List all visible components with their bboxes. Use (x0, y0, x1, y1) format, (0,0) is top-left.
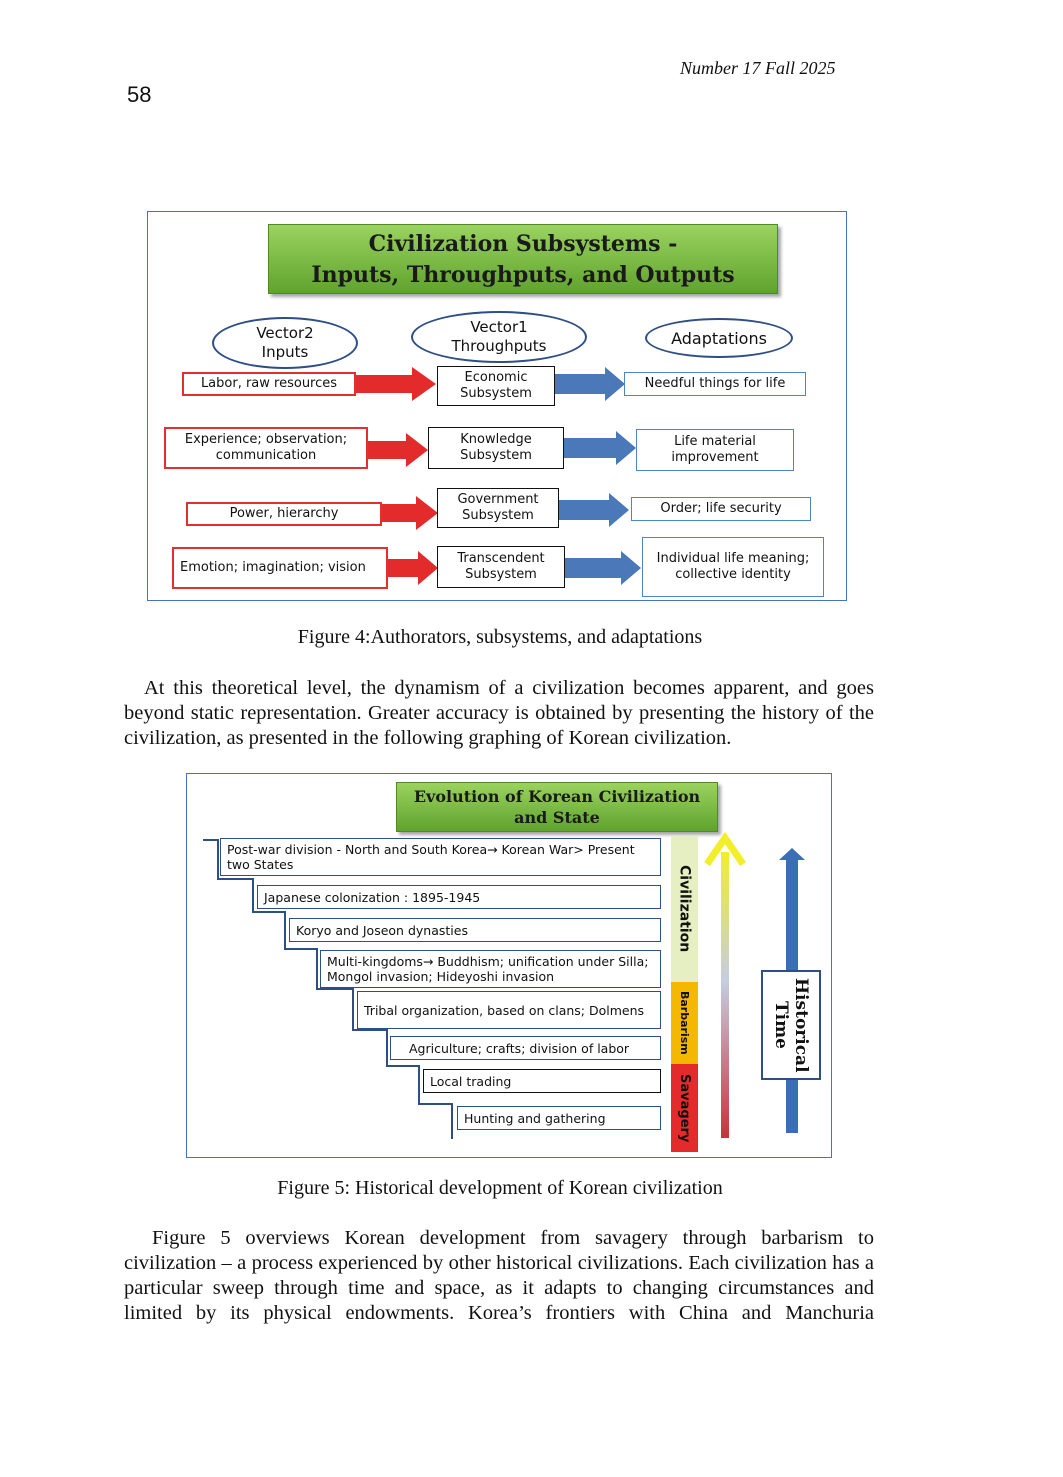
stage-box: Tribal organization, based on clans; Dol… (357, 991, 661, 1029)
blue-arrow-icon (564, 431, 636, 465)
page-number: 58 (127, 82, 152, 107)
figure-4: Civilization Subsystems - Inputs, Throug… (147, 211, 847, 601)
stage-box: Japanese colonization : 1895-1945 (257, 885, 661, 909)
stage-box: Agriculture; crafts; division of labor (390, 1036, 661, 1060)
figure-4-caption: Figure 4:Authorators, subsystems, and ad… (297, 626, 703, 648)
output-box: Life material improvement (636, 429, 794, 471)
input-box: Experience; observation; communication (164, 427, 368, 469)
barbarism-band: Barbarism (671, 982, 698, 1064)
input-box: Emotion; imagination; vision (172, 547, 388, 589)
blue-arrow-icon (559, 493, 629, 527)
oval-throughputs: Vector1 Throughputs (411, 311, 587, 363)
stage-box: Koryo and Joseon dynasties (289, 918, 661, 942)
red-arrow-icon (356, 367, 436, 401)
staircase-line (203, 839, 453, 1139)
body-paragraph: At this theoretical level, the dynamism … (124, 677, 874, 749)
stage-box: Hunting and gathering (457, 1106, 661, 1130)
input-box: Power, hierarchy (186, 502, 382, 526)
savagery-band: Savagery (671, 1064, 698, 1152)
output-box: Order; life security (631, 497, 811, 521)
input-box: Labor, raw resources (182, 372, 356, 396)
red-arrow-icon (382, 496, 438, 530)
blue-arrow-icon (555, 367, 625, 401)
figure-5-caption: Figure 5: Historical development of Kore… (277, 1177, 723, 1199)
figure-4-title: Civilization Subsystems - Inputs, Throug… (268, 224, 778, 294)
stage-box: Multi-kingdoms→ Buddhism; unification un… (320, 950, 661, 988)
gradient-up-arrow-icon (704, 832, 746, 1138)
figure-5-title: Evolution of Korean Civilization and Sta… (396, 782, 718, 832)
red-arrow-icon (368, 433, 428, 467)
stage-box: Post-war division - North and South Kore… (220, 838, 661, 876)
stage-box: Local trading (423, 1069, 661, 1093)
figure-5: Evolution of Korean Civilization and Sta… (186, 773, 832, 1158)
oval-inputs: Vector2 Inputs (212, 317, 358, 369)
journal-issue: Number 17 Fall 2025 (680, 58, 836, 78)
output-box: Individual life meaning; collective iden… (642, 537, 824, 597)
output-box: Needful things for life (624, 372, 806, 396)
oval-adaptations: Adaptations (645, 318, 793, 358)
blue-arrow-icon (565, 551, 641, 585)
body-paragraph: Figure 5 overviews Korean development fr… (124, 1227, 874, 1324)
red-arrow-icon (388, 551, 438, 585)
civilization-band: Civilization (671, 836, 698, 982)
